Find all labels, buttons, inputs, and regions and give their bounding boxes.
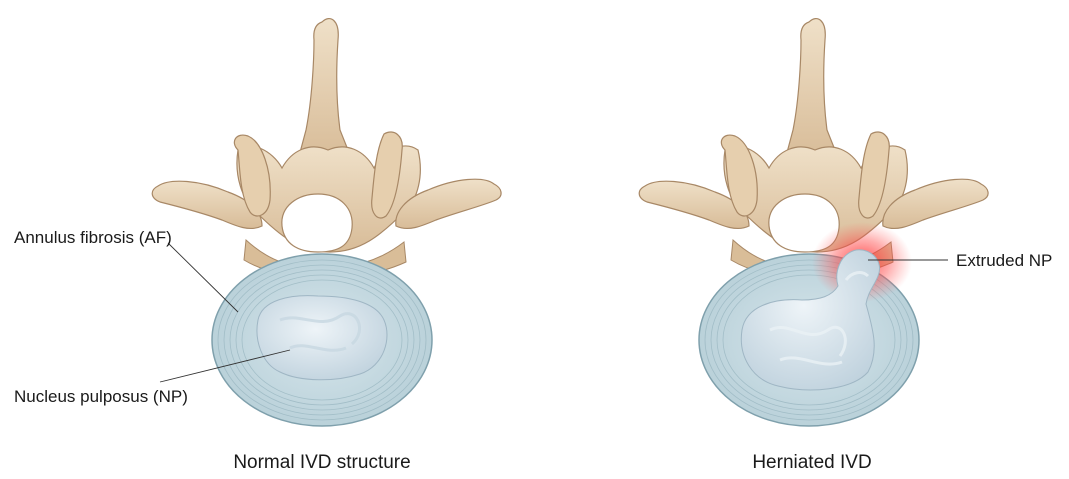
herniated-caption: Herniated IVD — [752, 452, 871, 473]
normal-vertebra — [152, 19, 501, 278]
nucleus-pulposus — [257, 296, 387, 380]
spinal-canal — [282, 194, 352, 252]
nucleus-label: Nucleus pulposus (NP) — [14, 387, 188, 406]
annulus-label: Annulus fibrosis (AF) — [14, 228, 172, 247]
extruded-label: Extruded NP — [956, 251, 1052, 270]
normal-disc — [212, 254, 432, 426]
herniated-vertebra — [639, 19, 988, 278]
spinous-process-right — [785, 19, 839, 160]
spinous-process — [298, 19, 352, 160]
annulus-leader-line — [168, 243, 238, 312]
normal-caption: Normal IVD structure — [233, 452, 410, 473]
